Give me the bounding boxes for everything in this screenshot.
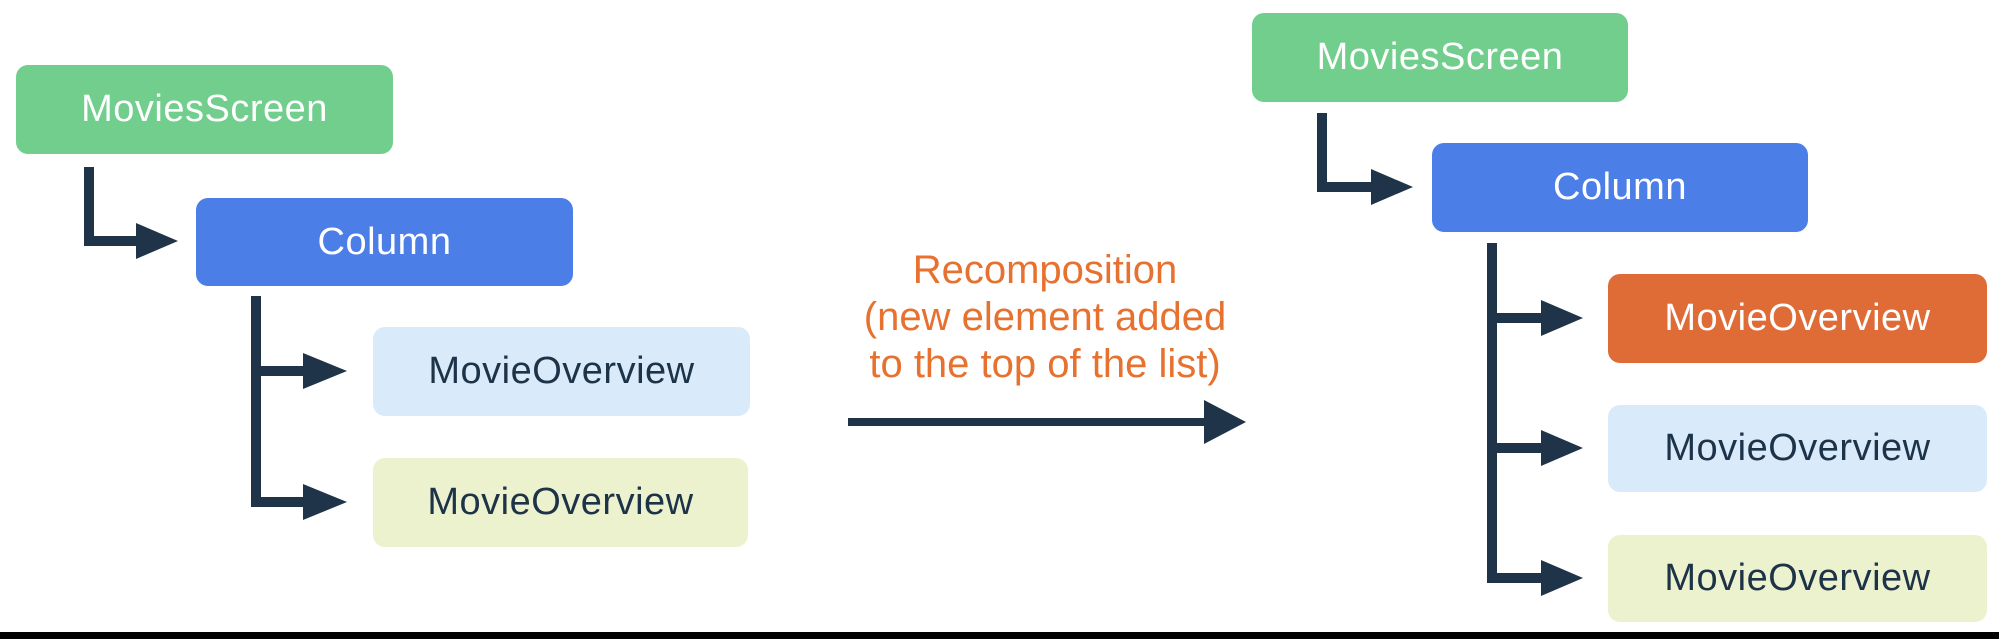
left-moviesscreen-node: MoviesScreen: [16, 65, 393, 154]
transition-caption-line-1: Recomposition: [912, 248, 1178, 292]
transition-caption-line-3: to the top of the list): [869, 342, 1221, 386]
left-column-label: Column: [317, 220, 452, 263]
right-movieoverview-3-arrowhead-icon: [1541, 560, 1583, 596]
right-column-label: Column: [1553, 166, 1687, 208]
left-moviesscreen-to-column-connector: [84, 167, 136, 246]
transition-arrowhead-icon: [1204, 400, 1246, 444]
transition-caption: Recomposition (new element added to the …: [845, 247, 1245, 388]
left-movieoverview-1-arrowhead-icon: [303, 353, 347, 389]
right-movieoverview-2-label: MovieOverview: [1664, 427, 1931, 469]
left-column-children-trunk: [251, 296, 303, 507]
right-movieoverview-1-node: MovieOverview: [1608, 274, 1987, 363]
transition-caption-line-2: (new element added: [863, 295, 1227, 339]
left-movieoverview-1-node: MovieOverview: [373, 327, 750, 416]
left-movieoverview-2-arrowhead-icon: [303, 484, 347, 520]
left-movieoverview-2-label: MovieOverview: [427, 481, 694, 523]
left-column-node: Column: [196, 198, 573, 286]
left-moviesscreen-label: MoviesScreen: [81, 88, 328, 130]
left-movieoverview-1-label: MovieOverview: [428, 350, 695, 392]
right-moviesscreen-to-column-connector: [1317, 113, 1371, 192]
right-column-children-trunk: [1487, 243, 1541, 583]
left-column-arrowhead-icon: [136, 223, 178, 259]
right-movieoverview-1-arrowhead-icon: [1541, 300, 1583, 336]
right-column-arrowhead-icon: [1371, 169, 1413, 205]
right-column-node: Column: [1432, 143, 1808, 232]
right-moviesscreen-node: MoviesScreen: [1252, 13, 1628, 102]
bottom-divider: [0, 632, 1999, 639]
right-movieoverview-2-node: MovieOverview: [1608, 405, 1987, 492]
right-movieoverview-2-arrowhead-icon: [1541, 430, 1583, 466]
right-movieoverview-3-node: MovieOverview: [1608, 535, 1987, 622]
right-movieoverview-1-label: MovieOverview: [1664, 297, 1931, 339]
left-movieoverview-2-node: MovieOverview: [373, 458, 748, 547]
right-moviesscreen-label: MoviesScreen: [1316, 36, 1564, 78]
right-movieoverview-3-label: MovieOverview: [1664, 557, 1931, 599]
